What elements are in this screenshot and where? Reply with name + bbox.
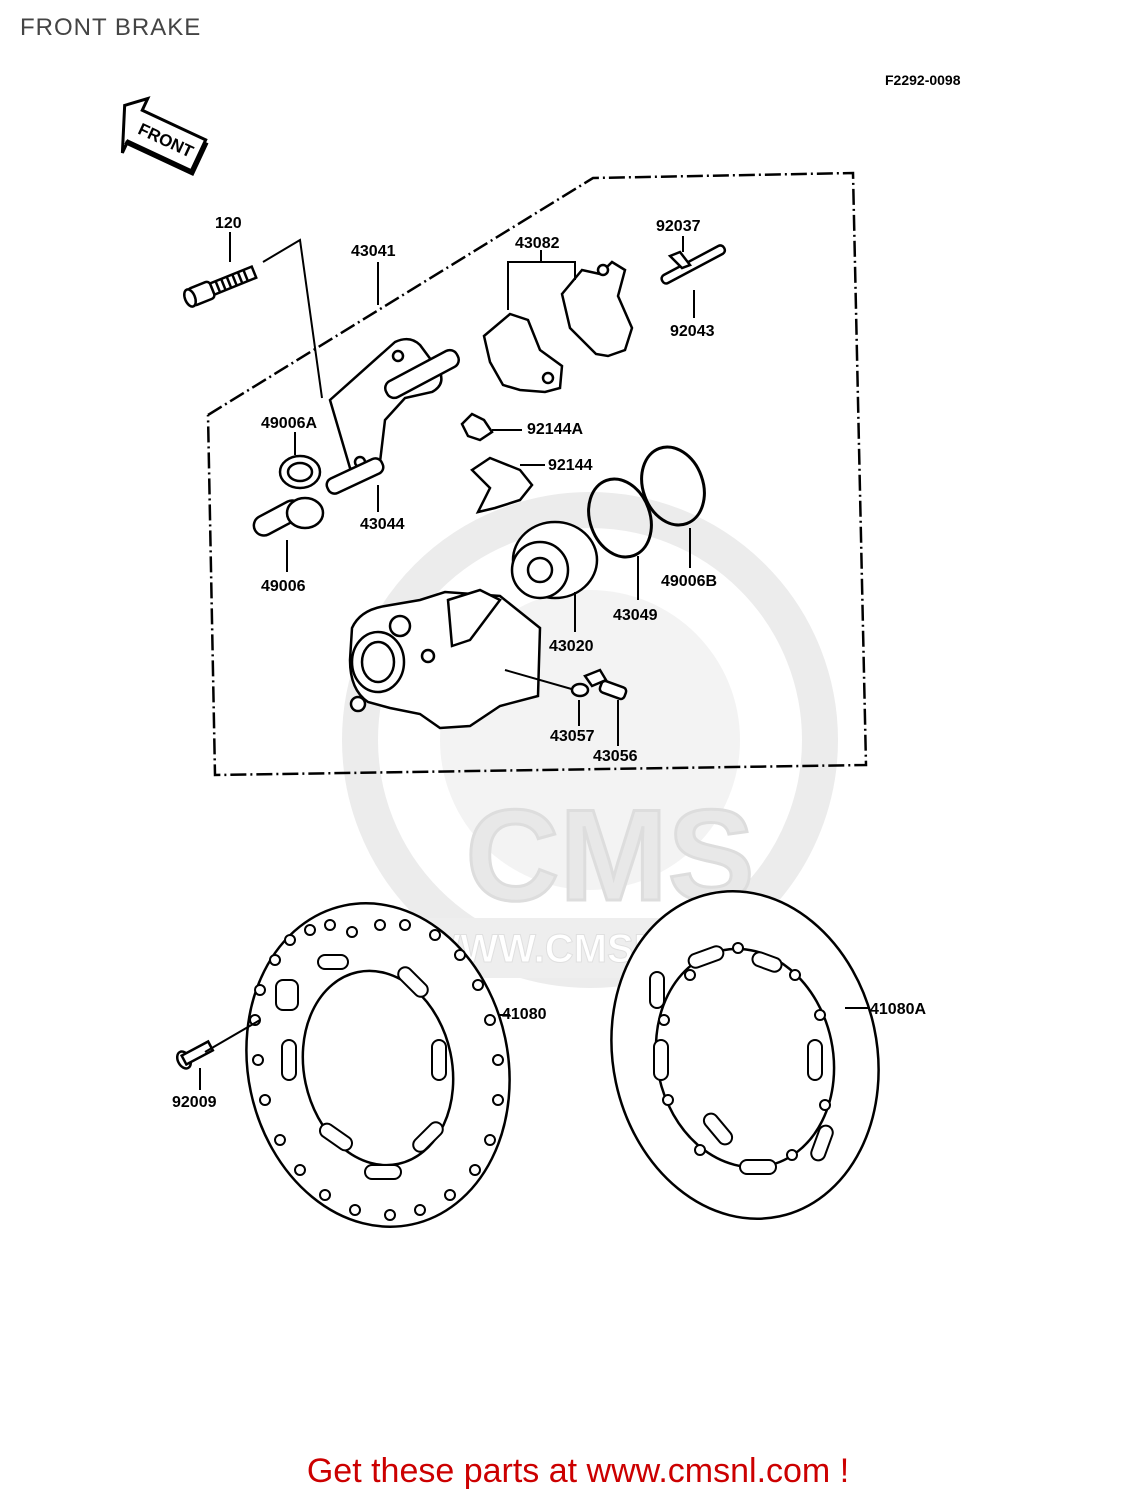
part-labels: 120 43041 43082 92037 92043 49006A 92144… <box>172 215 926 1111</box>
part-label[interactable]: 43049 <box>613 607 658 624</box>
pin-boots <box>252 454 325 537</box>
part-label[interactable]: 92144A <box>527 421 583 438</box>
part-label[interactable]: 41080 <box>502 1006 547 1023</box>
part-label[interactable]: 120 <box>215 215 242 232</box>
part-label[interactable]: 43041 <box>351 243 396 260</box>
part-label[interactable]: 92043 <box>670 323 715 340</box>
pad-springs <box>460 412 534 514</box>
part-label[interactable]: 41080A <box>870 1001 926 1018</box>
promo-link[interactable]: Get these parts at www.cmsnl.com ! <box>306 1452 850 1490</box>
brake-pads <box>482 260 634 394</box>
part-label[interactable]: 43020 <box>549 638 594 655</box>
pad-pin <box>660 244 727 285</box>
caliper-body <box>348 588 542 730</box>
diagram-code: F2292-0098 <box>885 72 961 88</box>
caliper-bolt-120 <box>183 264 258 308</box>
part-label[interactable]: 92144 <box>548 457 593 474</box>
part-label[interactable]: 49006 <box>261 578 306 595</box>
bleeder-valve <box>570 668 628 701</box>
part-label[interactable]: 92037 <box>656 218 701 235</box>
disc-screw <box>175 1039 215 1070</box>
leader-120-frame <box>262 238 323 399</box>
front-arrow-icon: FRONT <box>120 96 209 177</box>
part-label[interactable]: 43044 <box>360 516 405 533</box>
caliper-bracket <box>325 337 460 495</box>
part-label[interactable]: 43082 <box>515 235 560 252</box>
brake-disc <box>245 902 511 1228</box>
caliper-assembly-frame <box>206 171 868 777</box>
page-title: FRONT BRAKE <box>20 14 202 41</box>
piston-seals <box>587 445 706 559</box>
part-label[interactable]: 43057 <box>550 728 595 745</box>
caliper-piston <box>510 520 599 600</box>
part-label[interactable]: 49006B <box>661 573 717 590</box>
part-label[interactable]: 43056 <box>593 748 638 765</box>
part-label[interactable]: 49006A <box>261 415 317 432</box>
brake-disc-alt <box>610 890 880 1220</box>
part-label[interactable]: 92009 <box>172 1094 217 1111</box>
